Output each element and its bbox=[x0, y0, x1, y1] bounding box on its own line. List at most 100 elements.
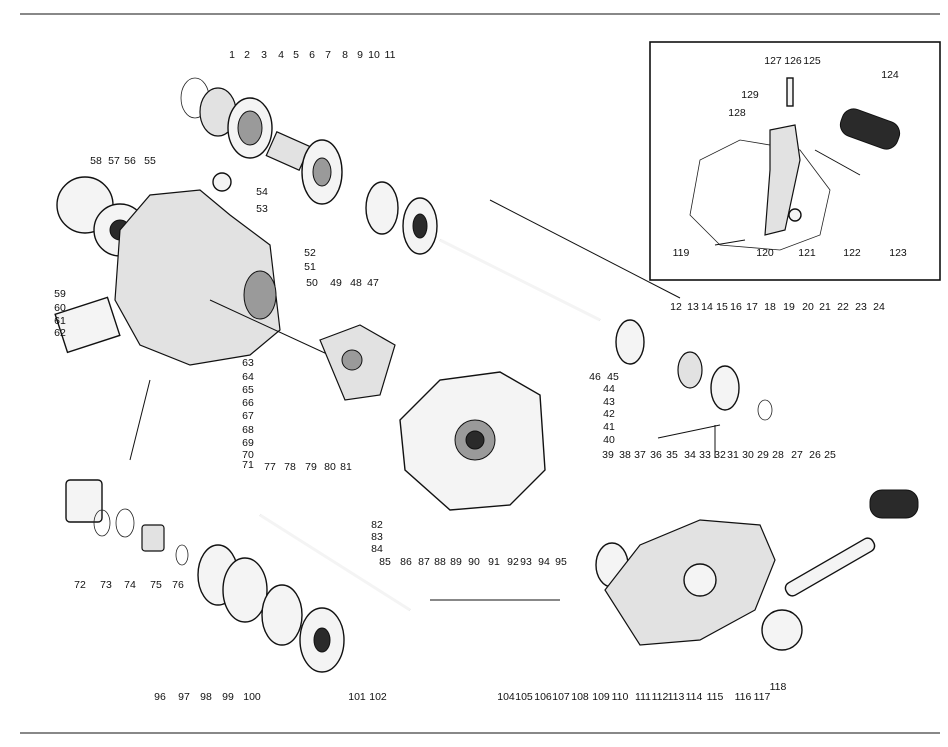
mainshaft-assembly bbox=[180, 77, 773, 421]
bush-72 bbox=[65, 479, 103, 523]
callout-67: 67 bbox=[242, 410, 254, 422]
callout-71: 71 bbox=[242, 459, 254, 471]
callout-22: 22 bbox=[837, 301, 849, 313]
shaft-50 bbox=[209, 299, 341, 361]
callout-9: 9 bbox=[357, 49, 363, 61]
outer-cover-assembly bbox=[604, 424, 919, 651]
callout-56: 56 bbox=[124, 155, 136, 167]
callout-41: 41 bbox=[603, 421, 615, 433]
callout-20: 20 bbox=[802, 301, 814, 313]
callout-25: 25 bbox=[824, 449, 836, 461]
callout-13: 13 bbox=[687, 301, 699, 313]
callout-45: 45 bbox=[607, 371, 619, 383]
spring-rod bbox=[129, 379, 151, 461]
callout-114: 114 bbox=[686, 691, 703, 703]
callout-90: 90 bbox=[468, 556, 480, 568]
callout-1: 1 bbox=[229, 49, 235, 61]
callout-120: 120 bbox=[756, 247, 774, 259]
callout-62: 62 bbox=[54, 327, 66, 339]
callout-18: 18 bbox=[764, 301, 776, 313]
cover-port bbox=[683, 563, 717, 597]
callout-112: 112 bbox=[652, 691, 669, 703]
callout-4: 4 bbox=[278, 49, 284, 61]
callout-122: 122 bbox=[843, 247, 861, 259]
inset-gearchange bbox=[689, 77, 901, 251]
kickstart-lever bbox=[784, 537, 876, 597]
callout-88: 88 bbox=[434, 556, 446, 568]
callout-97: 97 bbox=[178, 691, 190, 703]
callout-31: 31 bbox=[727, 449, 739, 461]
callout-110: 110 bbox=[612, 691, 629, 703]
callout-113: 113 bbox=[668, 691, 685, 703]
callout-94: 94 bbox=[538, 556, 550, 568]
bearing-inner bbox=[237, 110, 263, 146]
callout-63: 63 bbox=[242, 357, 254, 369]
callout-109: 109 bbox=[592, 691, 610, 703]
callout-57: 57 bbox=[108, 155, 120, 167]
callout-34: 34 bbox=[684, 449, 696, 461]
callout-118: 118 bbox=[770, 681, 787, 693]
callout-69: 69 bbox=[242, 437, 254, 449]
callout-51: 51 bbox=[304, 261, 316, 273]
washer-76 bbox=[175, 544, 189, 566]
callout-116: 116 bbox=[735, 691, 752, 703]
callout-8: 8 bbox=[342, 49, 348, 61]
gear-97 bbox=[222, 557, 268, 623]
callout-47: 47 bbox=[367, 277, 379, 289]
callout-36: 36 bbox=[650, 449, 662, 461]
callout-7: 7 bbox=[325, 49, 331, 61]
callout-26: 26 bbox=[809, 449, 821, 461]
gearbox-housing bbox=[54, 172, 341, 366]
gear-8-hub bbox=[412, 213, 428, 239]
housing-body bbox=[114, 189, 281, 366]
callout-17: 17 bbox=[746, 301, 758, 313]
callout-89: 89 bbox=[450, 556, 462, 568]
callout-21: 21 bbox=[819, 301, 831, 313]
gear-98 bbox=[261, 584, 303, 646]
callout-92: 92 bbox=[507, 556, 519, 568]
callout-107: 107 bbox=[552, 691, 570, 703]
callout-66: 66 bbox=[242, 397, 254, 409]
callout-32: 32 bbox=[714, 449, 726, 461]
inspection-plate bbox=[54, 296, 121, 354]
callout-55: 55 bbox=[144, 155, 156, 167]
callout-84: 84 bbox=[371, 543, 383, 555]
inspection-cap bbox=[761, 609, 803, 651]
gear-99-hub bbox=[313, 627, 331, 653]
callout-58: 58 bbox=[90, 155, 102, 167]
callout-83: 83 bbox=[371, 531, 383, 543]
inset-frame bbox=[649, 41, 941, 281]
callout-53: 53 bbox=[256, 203, 268, 215]
callout-87: 87 bbox=[418, 556, 430, 568]
callout-27: 27 bbox=[791, 449, 803, 461]
callout-30: 30 bbox=[742, 449, 754, 461]
inset-pin bbox=[714, 239, 746, 246]
callout-79: 79 bbox=[305, 461, 317, 473]
callout-19: 19 bbox=[783, 301, 795, 313]
callout-81: 81 bbox=[340, 461, 352, 473]
selector-hub bbox=[341, 349, 363, 371]
callout-46: 46 bbox=[589, 371, 601, 383]
callout-6: 6 bbox=[309, 49, 315, 61]
callout-111: 111 bbox=[635, 691, 651, 703]
callout-11: 11 bbox=[385, 49, 396, 61]
callout-29: 29 bbox=[757, 449, 769, 461]
inset-nut bbox=[788, 208, 802, 222]
callout-38: 38 bbox=[619, 449, 631, 461]
callout-128: 128 bbox=[728, 107, 746, 119]
callout-85: 85 bbox=[379, 556, 391, 568]
callout-50: 50 bbox=[306, 277, 318, 289]
callout-72: 72 bbox=[74, 579, 86, 591]
callout-80: 80 bbox=[324, 461, 336, 473]
callout-23: 23 bbox=[855, 301, 867, 313]
callout-15: 15 bbox=[716, 301, 728, 313]
callout-60: 60 bbox=[54, 302, 66, 314]
callout-68: 68 bbox=[242, 424, 254, 436]
bush-75 bbox=[141, 524, 165, 552]
callout-100: 100 bbox=[243, 691, 261, 703]
push-rod bbox=[489, 199, 681, 299]
kickstart-pedal bbox=[869, 489, 919, 519]
callout-77: 77 bbox=[264, 461, 276, 473]
callout-101: 101 bbox=[348, 691, 366, 703]
